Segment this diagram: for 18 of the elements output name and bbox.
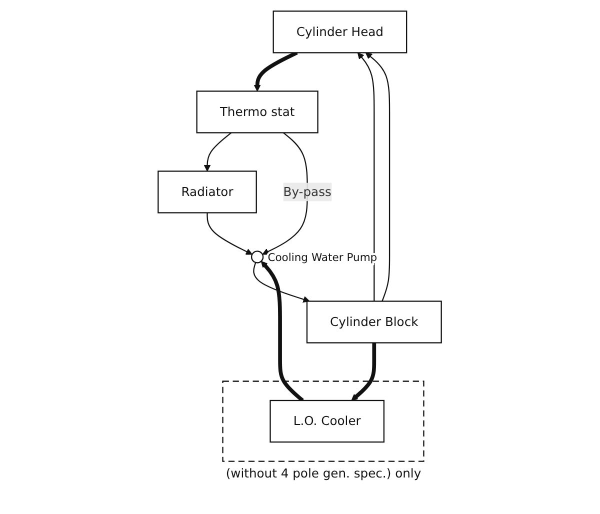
- arrow: [261, 260, 304, 402]
- node-box: L.O. Cooler: [270, 400, 385, 443]
- edge-label: By-pass: [284, 184, 332, 199]
- node-box: Thermo stat: [196, 90, 319, 134]
- arrow: [351, 342, 376, 401]
- node-box: Cylinder Block: [306, 300, 442, 344]
- cluster: [222, 380, 425, 462]
- arrow: [358, 52, 375, 302]
- node-circle: [251, 250, 264, 264]
- arrow: [206, 212, 253, 255]
- arrow: [204, 132, 232, 172]
- node-box: Cylinder Head: [273, 10, 408, 54]
- arrow: [253, 262, 310, 303]
- arrow: [254, 50, 298, 92]
- arrow: [366, 52, 390, 302]
- node-label: (without 4 pole gen. spec.) only: [226, 466, 422, 481]
- node-box: Radiator: [158, 170, 258, 214]
- arrow: [262, 132, 308, 255]
